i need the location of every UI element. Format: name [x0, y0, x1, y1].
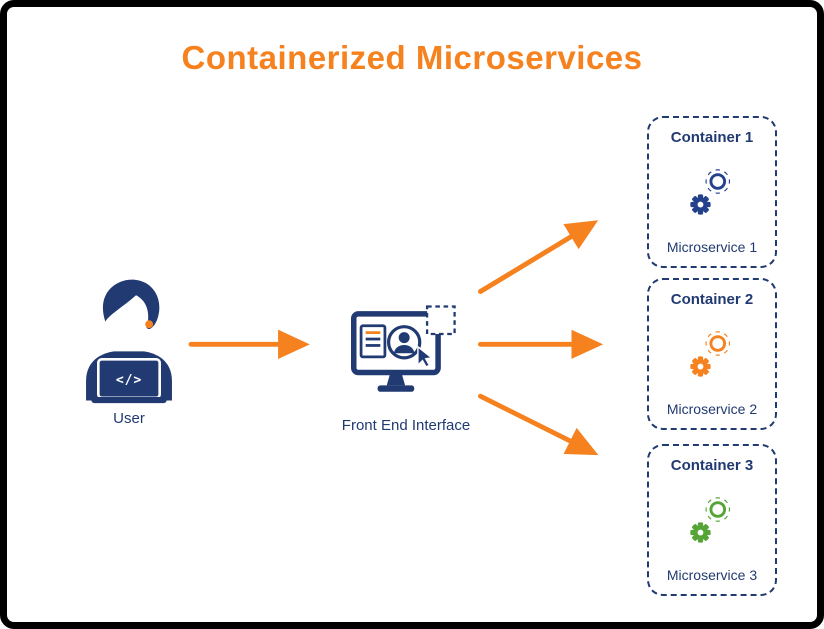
microservice-3-label: Microservice 3 [666, 567, 758, 583]
container-3-title: Container 3 [670, 457, 754, 474]
laptop-code-symbol: </> [116, 373, 142, 388]
user-node: </> User [69, 269, 189, 427]
user-label: User [113, 410, 145, 427]
microservice-2-label: Microservice 2 [666, 401, 758, 417]
frontend-label: Front End Interface [341, 417, 471, 434]
container-3-box: Container 3 Microservice 3 [647, 444, 777, 596]
arrow-frontend-to-container-1 [477, 220, 599, 294]
monitor-stand [386, 372, 406, 386]
avatar-head [398, 332, 410, 344]
card-line-1 [365, 331, 381, 334]
microservice-1-label: Microservice 1 [666, 239, 758, 255]
frontend-interface-icon [351, 305, 456, 392]
frontend-node: Front End Interface [325, 301, 487, 434]
container-2-box: Container 2 Microservice 2 [647, 278, 777, 430]
container-1-title: Container 1 [670, 129, 754, 146]
gears-icon [690, 327, 733, 377]
laptop-base [91, 396, 167, 404]
arrow-frontend-to-container-3 [477, 393, 599, 456]
user-earring [145, 320, 154, 329]
container-1-box: Container 1 Microservice 1 [647, 116, 777, 268]
content-card [359, 324, 387, 359]
dashed-selection-box [425, 305, 456, 336]
container-2-title: Container 2 [670, 291, 754, 308]
gears-icon [690, 493, 733, 543]
diagram-title: Containerized Microservices [181, 39, 643, 76]
cursor-icon [417, 345, 434, 368]
user-hair [102, 279, 160, 329]
avatar-shoulders [394, 345, 415, 354]
gears-icon [690, 165, 733, 215]
card-line-3 [365, 344, 381, 347]
user-icon: </> [86, 279, 172, 404]
monitor-base [377, 385, 415, 392]
card-line-2 [365, 337, 381, 341]
